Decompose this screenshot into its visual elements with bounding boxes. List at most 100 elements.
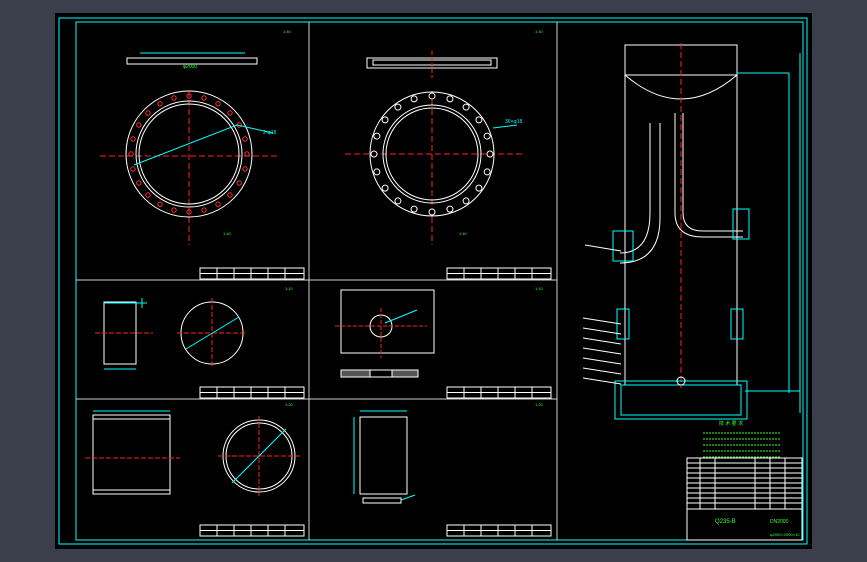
- bolt-hole: [130, 136, 136, 142]
- part-leader: [582, 367, 622, 375]
- drawing-no: φ2000×2000×10: [770, 532, 800, 537]
- slot: [428, 208, 436, 216]
- slot: [373, 132, 381, 140]
- bolt-hole: [136, 122, 142, 128]
- part-leader: [582, 337, 622, 345]
- slot: [483, 132, 491, 140]
- bolt-hole: [145, 110, 151, 116]
- plate-outline: [340, 289, 435, 354]
- diameter-leader: [133, 124, 238, 166]
- bolt-hole: [157, 101, 163, 107]
- slots: [370, 92, 494, 216]
- bolt-hole: [128, 151, 134, 157]
- scale-note: 1:40: [283, 29, 292, 34]
- base-outline: [620, 384, 742, 416]
- technical-notes: [703, 432, 780, 458]
- bolt-hole: [186, 93, 192, 99]
- mini-title-blocks: [199, 267, 552, 537]
- slot: [381, 116, 389, 124]
- bolt-hole: [201, 95, 207, 101]
- panel-shell-roll: 1:20: [85, 402, 300, 496]
- part-leader: [582, 327, 622, 335]
- slot: [486, 150, 494, 158]
- nozzle-left: [612, 230, 634, 262]
- notes-heading: 技 术 要 求: [719, 420, 743, 427]
- bolt-hole: [136, 180, 142, 186]
- slot-leader-label: 36×φ18: [505, 119, 523, 125]
- bolt-hole: [157, 201, 163, 207]
- part-leader: [584, 244, 622, 252]
- cad-drawing: φ2000 2-φ18 1:40 1:40 36×φ18 1:40 1:40: [58, 17, 808, 545]
- panel-note: 1:40: [459, 231, 468, 236]
- flange-dim-label: φ2000: [183, 64, 198, 70]
- sheet-border: [58, 17, 808, 545]
- bolt-hole: [215, 201, 221, 207]
- part-leaders: [582, 244, 622, 385]
- plate-rect: [359, 416, 408, 495]
- panel-block-small: 1:10: [95, 286, 294, 370]
- bolt-hole: [227, 192, 233, 198]
- disc-diameter: [185, 316, 240, 350]
- shell-developed: [92, 414, 171, 495]
- panel-plate-hole: 1:10: [335, 286, 544, 378]
- bolt-hole: [171, 95, 177, 101]
- title-sub: DN2000: [770, 519, 789, 525]
- slot: [373, 168, 381, 176]
- panel-note: 1:20: [535, 402, 544, 407]
- panel-flange-slot: 36×φ18 1:40 1:40: [345, 29, 544, 245]
- scale-note: 1:40: [535, 29, 544, 34]
- bolt-hole: [145, 192, 151, 198]
- slot: [381, 184, 389, 192]
- inlet-pipe: [619, 123, 651, 254]
- bolt-hole: [242, 166, 248, 172]
- bolt-hole: [244, 151, 250, 157]
- slot: [483, 168, 491, 176]
- slot: [410, 95, 418, 103]
- part-leader: [582, 347, 622, 355]
- part-leader: [582, 317, 622, 325]
- panel-flange-top: φ2000 2-φ18 1:40 1:40: [100, 29, 292, 245]
- panel-note: 1:10: [285, 286, 294, 291]
- vessel-assembly: [582, 43, 801, 420]
- flange-section: [126, 57, 258, 65]
- slot: [394, 103, 402, 111]
- title-block: Q235-B DN2000 φ2000×2000×10: [686, 457, 803, 541]
- slot: [428, 92, 436, 100]
- bolt-hole: [242, 136, 248, 142]
- slot: [462, 197, 470, 205]
- slot: [462, 103, 470, 111]
- flange-outer: [125, 90, 253, 218]
- slot: [475, 184, 483, 192]
- slot: [394, 197, 402, 205]
- sheet-inner-border: [75, 21, 804, 541]
- slot-outer: [369, 91, 495, 217]
- drawing-viewport[interactable]: φ2000 2-φ18 1:40 1:40 36×φ18 1:40 1:40: [55, 13, 812, 549]
- bom-table: [687, 457, 802, 509]
- bolt-hole: [186, 209, 192, 215]
- bolt-hole: [171, 207, 177, 213]
- bolt-hole: [227, 110, 233, 116]
- slot-bore: [382, 104, 482, 204]
- panel-note: 1:20: [285, 402, 294, 407]
- slot: [446, 95, 454, 103]
- outlet-pipe: [682, 113, 743, 232]
- bolt-hole: [215, 101, 221, 107]
- part-leader: [582, 377, 622, 385]
- title-main: Q235-B: [715, 519, 736, 525]
- nozzle-right: [732, 208, 750, 240]
- bolt-holes: [128, 93, 250, 215]
- vessel-head: [624, 74, 738, 100]
- slot: [370, 150, 378, 158]
- flange-bore: [138, 103, 240, 205]
- leader-label: 2-φ18: [263, 130, 276, 136]
- part-leader: [582, 357, 622, 365]
- bolt-hole: [236, 180, 242, 186]
- panel-note: 1:10: [535, 286, 544, 291]
- slot: [410, 205, 418, 213]
- flange-inner: [135, 100, 243, 208]
- bolt-hole: [201, 207, 207, 213]
- panel-plate-rect: 1:20: [353, 402, 544, 504]
- bolt-hole: [130, 166, 136, 172]
- panel-note: 1:40: [223, 231, 232, 236]
- slot: [475, 116, 483, 124]
